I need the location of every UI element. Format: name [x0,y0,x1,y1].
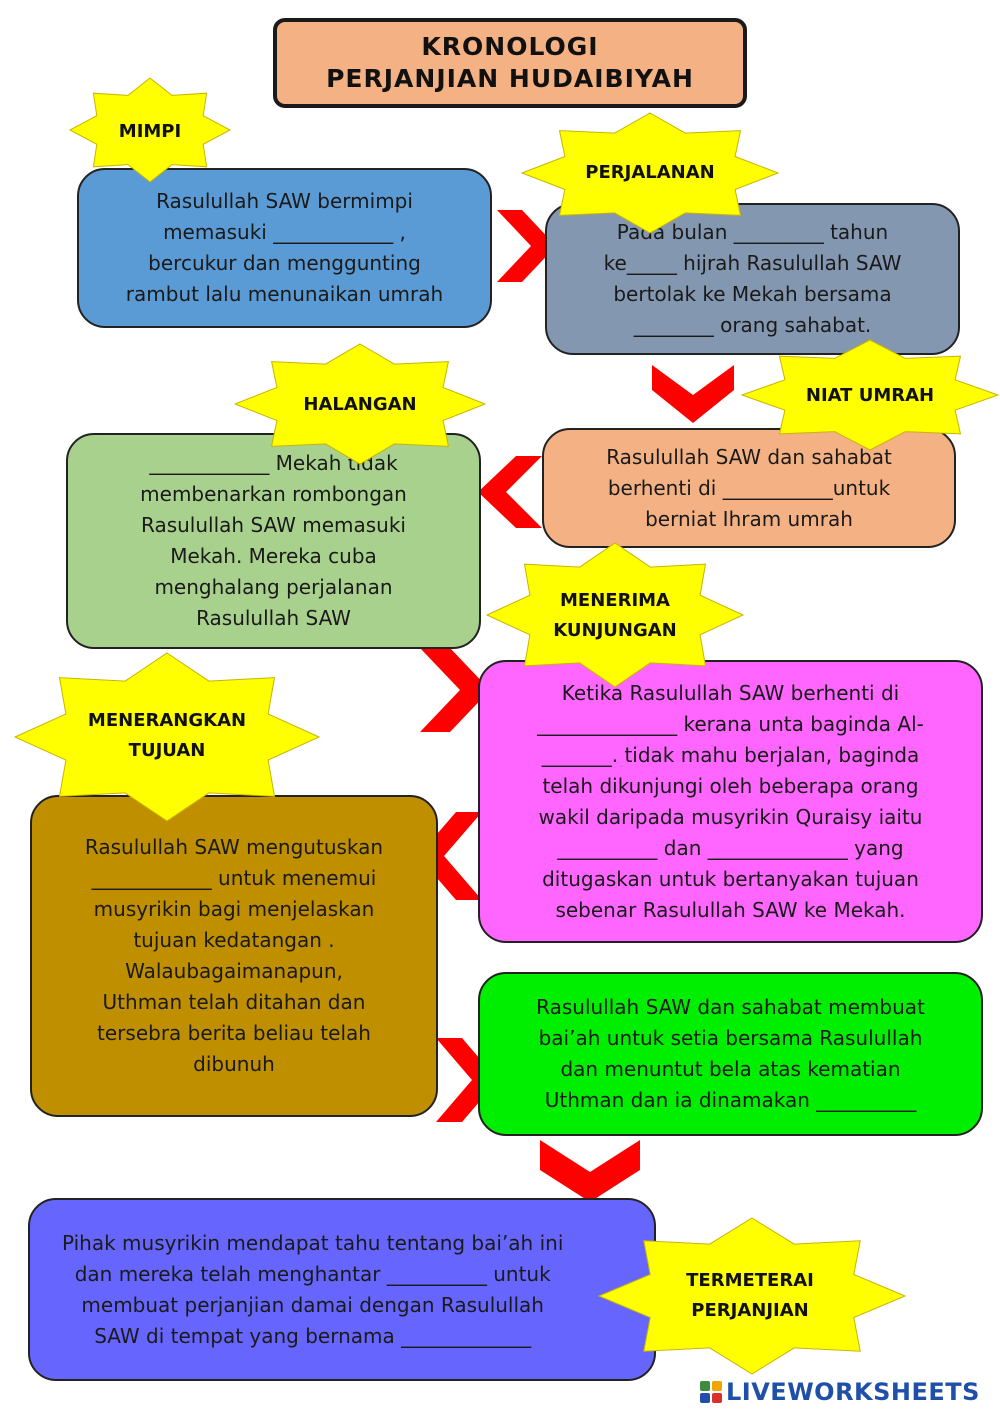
box-halangan-text: ____________ Mekah tidak membenarkan rom… [140,451,407,630]
box-termeterai-text: Pihak musyrikin mendapat tahu tentang ba… [62,1230,564,1348]
box-menerima-kunjungan: Ketika Rasulullah SAW berhenti di ______… [478,660,983,943]
title-line-2: PERJANJIAN HUDAIBIYAH [326,64,694,93]
star-label-mimpi: MIMPI [118,121,182,142]
logo-text: LIVEWORKSHEETS [726,1378,980,1406]
arrow-down-icon [540,1140,640,1202]
box-niat-umrah-text: Rasulullah SAW dan sahabat berhenti di _… [606,444,892,531]
arrow-down-icon [652,365,734,423]
star-label-menerima-kunjungan: MENERIMA KUNJUNGAN [553,590,677,641]
star-label-halangan: HALANGAN [303,394,417,415]
box-perjalanan: Pada bulan _________ tahun ke_____ hijra… [545,203,960,355]
box-mimpi: Rasulullah SAW bermimpi memasuki _______… [77,168,492,328]
star-label-perjalanan: PERJALANAN [585,162,715,183]
star-label-menerangkan-tujuan: MENERANGKAN TUJUAN [87,710,247,761]
box-menerangkan-tujuan: Rasulullah SAW mengutuskan ____________ … [30,795,438,1117]
box-baiah-text: Rasulullah SAW dan sahabat membuat bai’a… [536,995,925,1112]
box-menerima-kunjungan-text: Ketika Rasulullah SAW berhenti di ______… [537,680,924,922]
arrow-left-icon [478,456,542,528]
liveworksheets-logo: LIVEWORKSHEETS [700,1378,980,1406]
title-line-1: KRONOLOGI [421,32,599,61]
star-label-termeterai-perjanjian: TERMETERAI PERJANJIAN [686,1270,814,1321]
star-label-niat-umrah: NIAT UMRAH [805,385,935,406]
title-banner: KRONOLOGI PERJANJIAN HUDAIBIYAH [273,18,747,108]
box-termeterai: Pihak musyrikin mendapat tahu tentang ba… [28,1198,656,1381]
box-menerangkan-tujuan-text: Rasulullah SAW mengutuskan ____________ … [84,835,384,1076]
box-halangan: ____________ Mekah tidak membenarkan rom… [66,433,481,649]
logo-mark-icon [700,1381,722,1403]
box-baiah: Rasulullah SAW dan sahabat membuat bai’a… [478,972,983,1136]
box-perjalanan-text: Pada bulan _________ tahun ke_____ hijra… [603,220,902,337]
box-mimpi-text: Rasulullah SAW bermimpi memasuki _______… [125,189,444,306]
box-niat-umrah: Rasulullah SAW dan sahabat berhenti di _… [542,428,956,548]
